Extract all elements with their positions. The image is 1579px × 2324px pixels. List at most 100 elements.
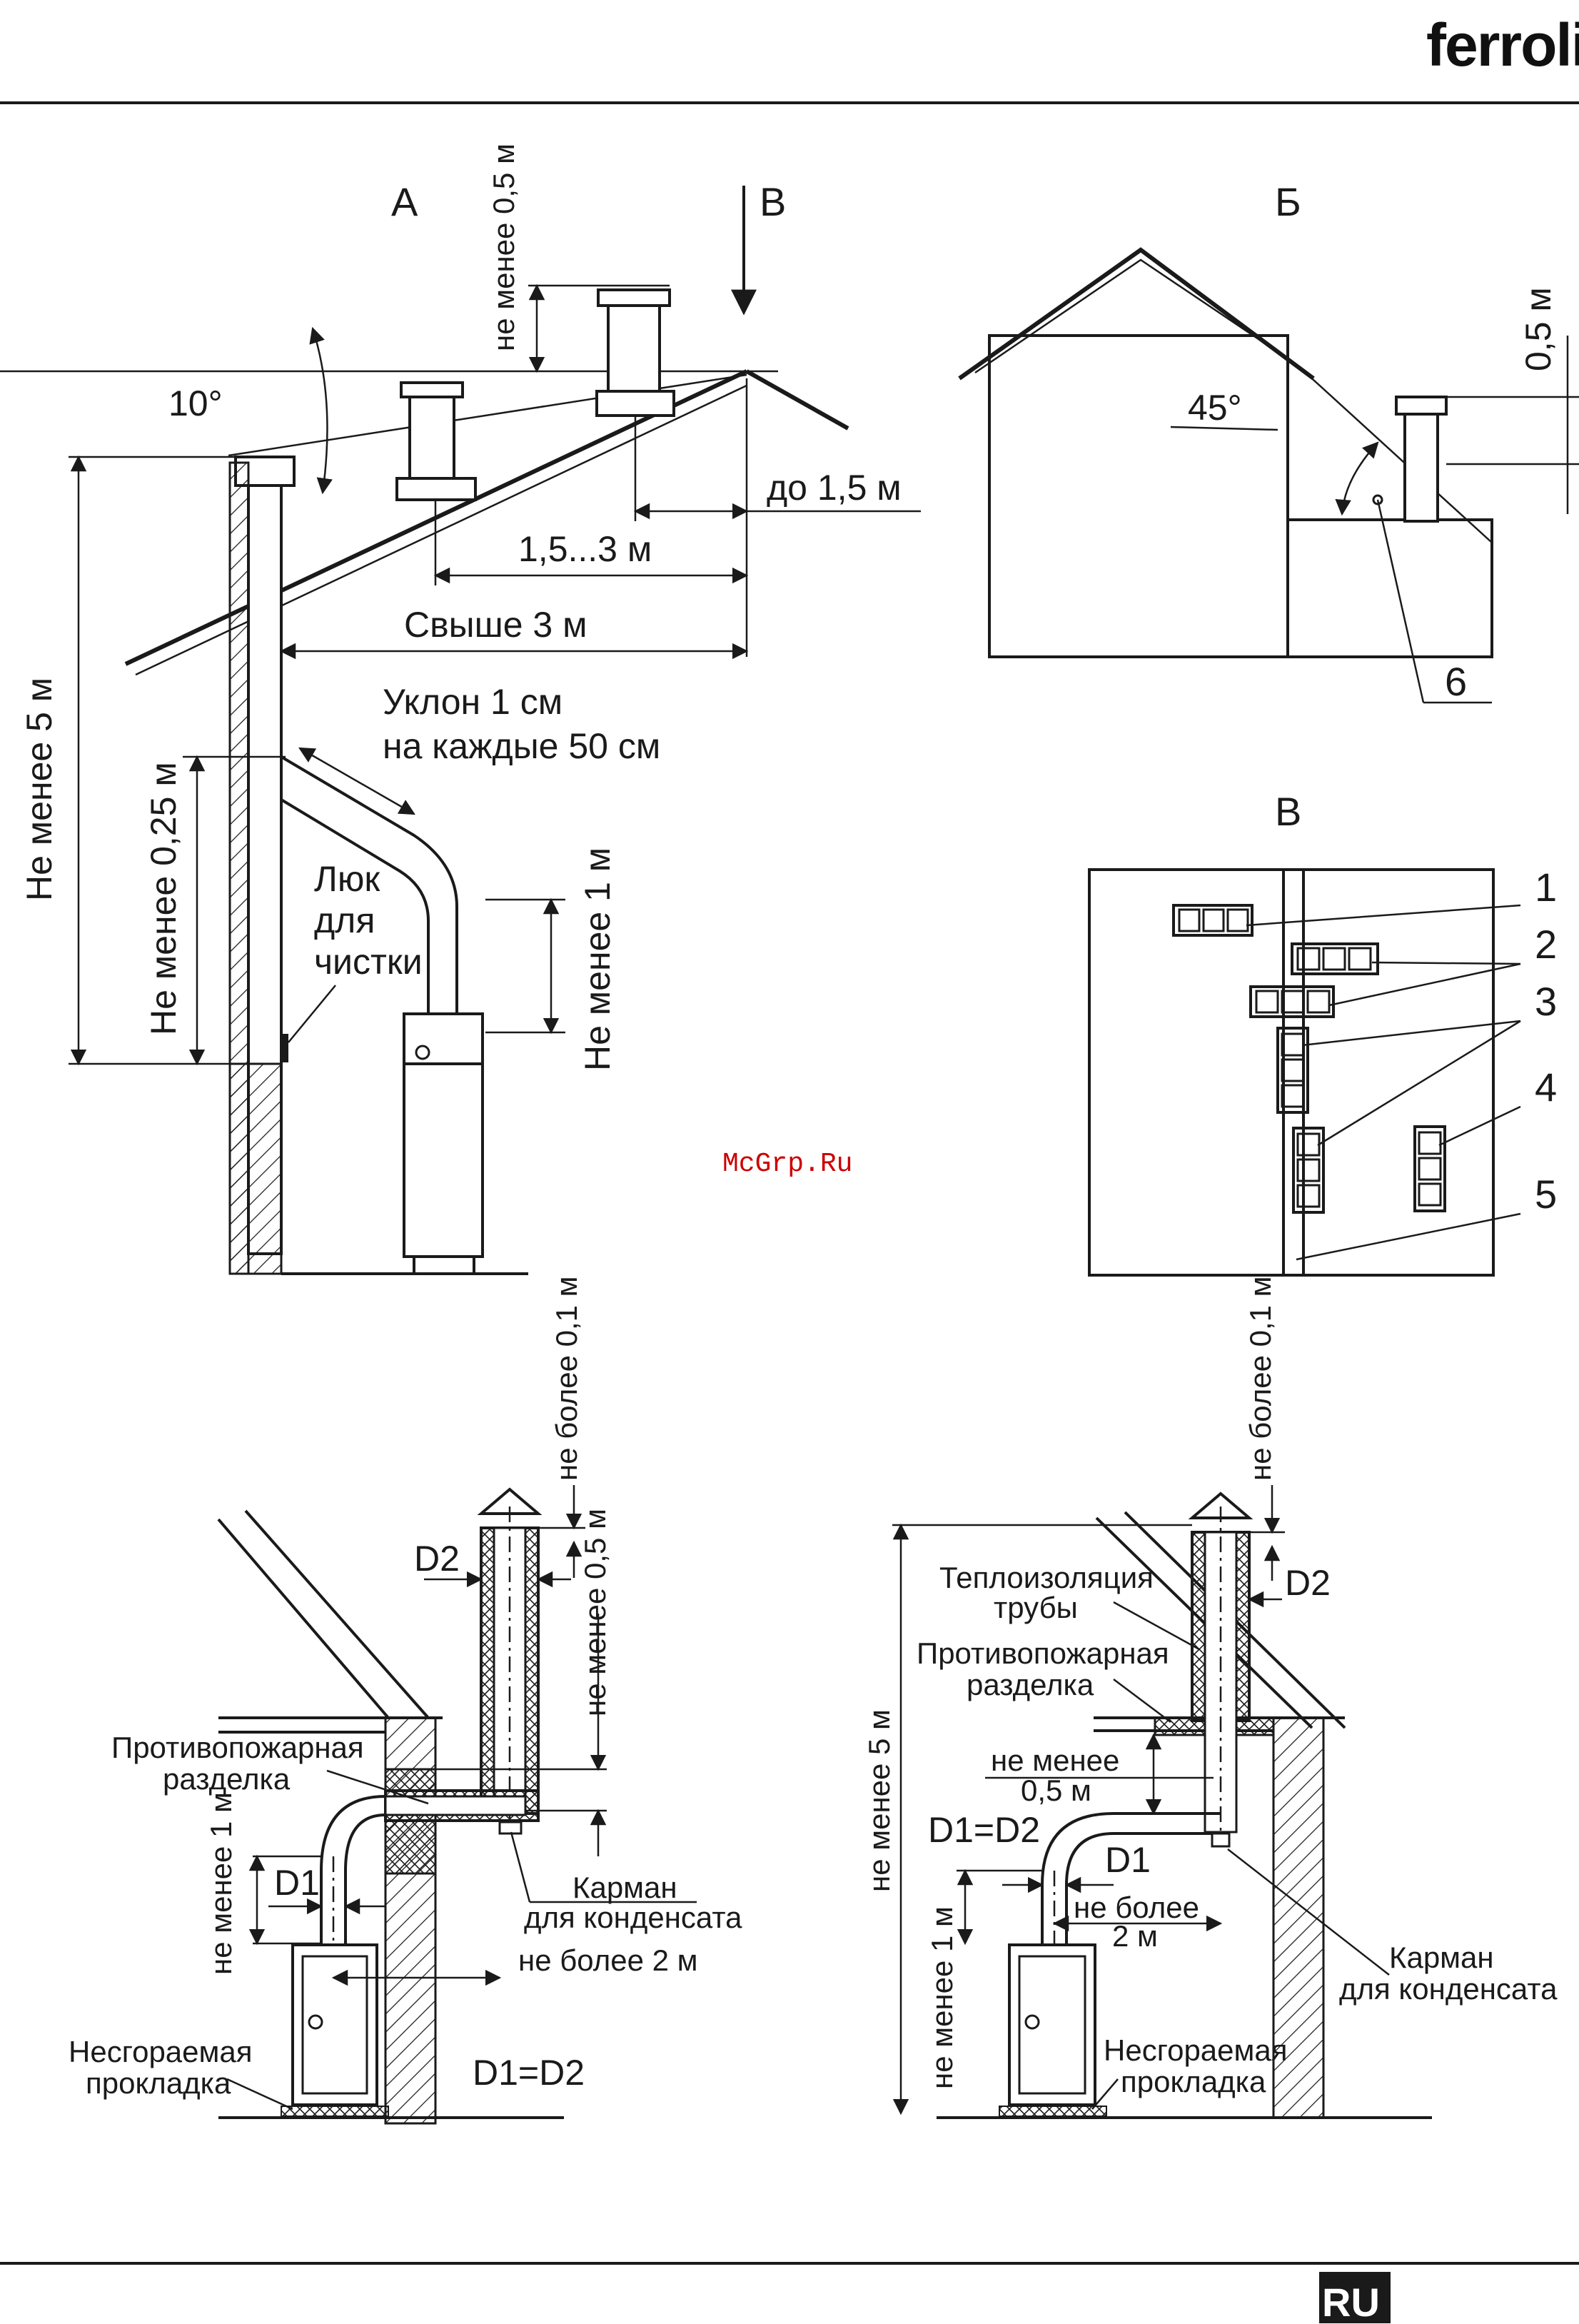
left-run-inner [384, 1795, 527, 1816]
dim-over-label: Свыше 3 м [404, 605, 587, 645]
right-not-less-1m: не менее 1 м [925, 1906, 959, 2089]
callout-6-dot [1372, 494, 1383, 505]
right-pad-leader [1091, 2078, 1119, 2110]
right-not-less-05-l2: 0,5 м [1021, 1774, 1091, 1807]
left-fire-line2: разделка [163, 1762, 291, 1796]
label-house: Б [1275, 179, 1301, 224]
left-d2: D2 [414, 1539, 460, 1579]
slope-arrow [298, 747, 415, 815]
roof-chimney-2 [607, 298, 661, 394]
cleaning-hatch [280, 1034, 288, 1062]
left-fire-line1: Противопожарная [111, 1731, 364, 1764]
masonry-base [228, 1062, 283, 1275]
slope-line1: Уклон 1 см [383, 682, 563, 722]
hatch-line2: для [314, 900, 375, 940]
callout-1: 1 [1535, 865, 1557, 910]
hatch-line3: чистки [314, 942, 423, 982]
flue-connector [280, 755, 458, 1014]
roof-chimney-2-base [595, 390, 675, 417]
callout-6: 6 [1445, 659, 1467, 704]
left-pad-leader [226, 2078, 293, 2111]
roof-chimney-1 [408, 384, 455, 480]
callout-4: 4 [1535, 1065, 1557, 1110]
right-fire-leader [1113, 1679, 1171, 1723]
terminal-4 [1413, 1125, 1446, 1212]
left-d1: D1 [274, 1863, 320, 1903]
roof-chimney-figure: А В 10° не менее 0,5 м до 1,5 м [0, 144, 921, 1275]
angle-45-arc [1335, 441, 1379, 516]
right-condensate-pocket [1211, 1832, 1231, 1848]
right-not-more-01: не более 0,1 м [1243, 1276, 1277, 1481]
right-not-less-5m: не менее 5 м [862, 1709, 896, 1892]
angle-10-arc [309, 326, 333, 495]
boiler-a-knob [415, 1045, 430, 1060]
right-not-less-05-l1: не менее [991, 1744, 1119, 1777]
left-not-less-05: не менее 0,5 м [578, 1509, 612, 1716]
callout-3: 3 [1535, 979, 1557, 1024]
boiler-a-top [403, 1012, 484, 1065]
roof-chimney-1-cap [400, 381, 464, 398]
left-pocket-line1: Карман [572, 1871, 677, 1904]
hatch-line1: Люк [314, 859, 380, 899]
house-roof-inner [974, 258, 1298, 374]
dim-range-label: 1,5...3 м [518, 529, 652, 569]
left-pad-line2: прокладка [86, 2066, 231, 2100]
callout-2-leader-b [1328, 962, 1521, 1007]
boiler-left-door [301, 1955, 368, 2095]
install-right-figure: не более 0,1 м Теплоизоляция трубы D2 Пр… [862, 1276, 1558, 2119]
dim-025-label: Не менее 0,25 м [143, 762, 183, 1035]
left-pad-line1: Несгораемая [69, 2035, 253, 2068]
right-pad-line1: Несгораемая [1104, 2033, 1288, 2067]
dim-house-label: 0,5 м [1518, 287, 1558, 371]
callout-5: 5 [1535, 1172, 1557, 1217]
right-d1: D1 [1105, 1840, 1151, 1880]
install-left-figure: не более 0,1 м D2 не менее 0,5 м Противо… [69, 1276, 742, 2125]
watermark: McGrp.Ru [722, 1149, 852, 1179]
left-fire-leader [326, 1769, 429, 1805]
left-pad [281, 2106, 389, 2117]
dim-05-label: не менее 0,5 м [487, 144, 520, 351]
house-body [988, 334, 1289, 658]
boiler-right-door [1018, 1955, 1086, 2095]
left-condensate-pocket [498, 1821, 523, 1835]
brand-logo: ferroli [1426, 11, 1579, 79]
callout-4-leader [1438, 1105, 1521, 1147]
line-45 [1297, 365, 1493, 543]
wall-terminals-figure: В [1088, 789, 1557, 1277]
right-d1-eq-d2: D1=D2 [928, 1810, 1040, 1850]
boiler-left [291, 1943, 378, 2106]
boiler-a-feet [413, 1255, 475, 1275]
house-figure: Б 45° 0,5 м 6 [958, 179, 1579, 704]
callout-5-leader [1296, 1212, 1521, 1261]
terminal-1 [1172, 904, 1253, 937]
house-chimney-cap [1395, 396, 1448, 416]
terminal-3b [1292, 1127, 1325, 1214]
angle-45-leader [1170, 426, 1278, 431]
callout-2-leader-a [1371, 961, 1521, 965]
language-badge-text: RU [1322, 2280, 1380, 2324]
roof-ridge-right [745, 369, 849, 431]
dim-1-5-label: до 1,5 м [767, 468, 902, 508]
right-fire-line2: разделка [967, 1668, 1094, 1701]
left-not-more-01: не более 0,1 м [550, 1276, 583, 1481]
right-chimney-cap [1188, 1492, 1253, 1519]
right-pocket-line1: Карман [1389, 1941, 1494, 1974]
right-insul-leader [1113, 1601, 1200, 1651]
right-pad-line2: прокладка [1121, 2065, 1266, 2098]
right-insul-line1: Теплоизоляция [939, 1561, 1154, 1594]
right-pocket-line2: для конденсата [1339, 1972, 1558, 2006]
label-a: А [391, 179, 418, 224]
left-bend [320, 1795, 386, 1946]
right-wall [1272, 1716, 1325, 2119]
house-outline [958, 247, 1315, 381]
left-pocket-leader [510, 1831, 531, 1903]
right-fire-line1: Противопожарная [917, 1636, 1169, 1670]
callout-6-leader [1376, 499, 1425, 703]
dim-5m-label: Не менее 5 м [19, 678, 59, 901]
house-annex [1286, 518, 1493, 658]
language-badge [1319, 2272, 1391, 2323]
terminal-3a [1276, 1027, 1309, 1114]
boiler-right-knob [1024, 2014, 1040, 2030]
